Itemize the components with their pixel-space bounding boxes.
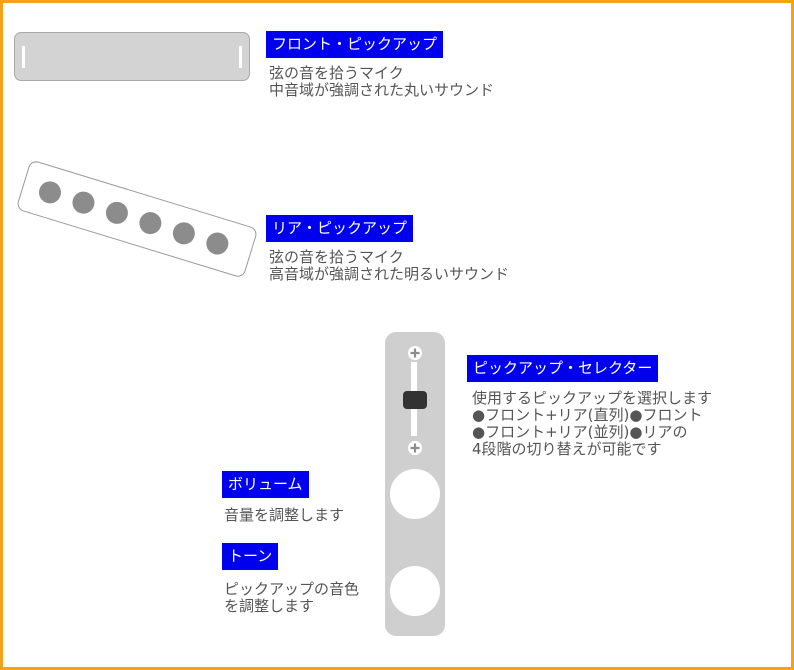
- front-pickup-pole-left: [22, 46, 25, 68]
- front-pickup-pole-right: [239, 46, 242, 68]
- volume-description: 音量を調整します: [224, 507, 344, 524]
- tone-description: ピックアップの音色 を調整します: [224, 581, 359, 615]
- tone-desc-line: を調整します: [224, 597, 315, 615]
- front-pickup-graphic: [14, 32, 250, 81]
- selector-desc-line: ●フロント+リア(並列)●リアの: [472, 423, 688, 441]
- rear-pickup-pole: [69, 188, 98, 217]
- rear-pickup-desc-line: 弦の音を拾うマイク: [269, 248, 404, 266]
- screw-icon: [408, 346, 422, 360]
- selector-label: ピックアップ・セレクター: [467, 355, 659, 382]
- screw-icon: [408, 441, 422, 455]
- rear-pickup-graphic: [15, 159, 259, 279]
- tone-label: トーン: [222, 543, 279, 570]
- front-pickup-label: フロント・ピックアップ: [266, 31, 444, 58]
- rear-pickup-pole: [103, 199, 131, 227]
- tone-knob[interactable]: [390, 566, 440, 616]
- rear-pickup-description: 弦の音を拾うマイク 高音域が強調された明るいサウンド: [269, 249, 509, 283]
- volume-desc-line: 音量を調整します: [224, 506, 345, 524]
- tone-desc-line: ピックアップの音色: [224, 580, 360, 598]
- rear-pickup-desc-line: 高音域が強調された明るいサウンド: [269, 265, 510, 283]
- selector-desc-line: 4段階の切り替えが可能です: [472, 440, 662, 458]
- selector-description: 使用するピックアップを選択します ●フロント+リア(直列)●フロント ●フロント…: [472, 390, 712, 458]
- volume-label: ボリューム: [222, 471, 309, 498]
- selector-desc-line: 使用するピックアップを選択します: [472, 389, 713, 407]
- rear-pickup-pole: [170, 219, 198, 248]
- rear-pickup-pole: [36, 178, 64, 207]
- rear-pickup-pole: [203, 229, 232, 258]
- selector-desc-line: ●フロント+リア(直列)●フロント: [472, 406, 703, 424]
- control-plate: [385, 332, 445, 636]
- pickup-selector-lever[interactable]: [403, 391, 427, 409]
- volume-knob[interactable]: [390, 469, 440, 519]
- rear-pickup-pole: [136, 209, 165, 237]
- front-pickup-desc-line: 中音域が強調された丸いサウンド: [269, 81, 495, 99]
- rear-pickup-label: リア・ピックアップ: [266, 215, 414, 242]
- front-pickup-description: 弦の音を拾うマイク 中音域が強調された丸いサウンド: [269, 65, 494, 99]
- front-pickup-desc-line: 弦の音を拾うマイク: [269, 64, 404, 82]
